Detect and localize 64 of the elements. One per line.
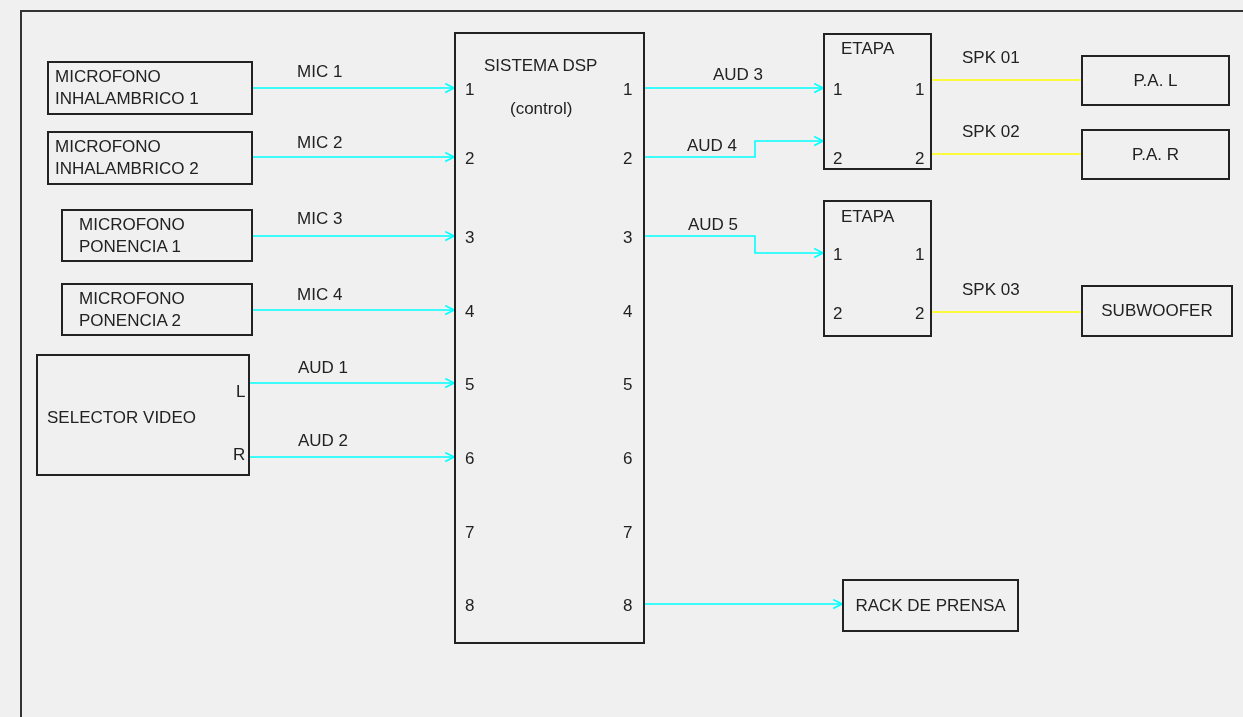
- arrow: [249, 377, 455, 389]
- port-number: 6: [623, 449, 633, 469]
- device-box: [61, 283, 253, 336]
- port-number: 1: [465, 80, 475, 100]
- port-number: 3: [623, 228, 633, 248]
- node-label: SELECTOR VIDEO: [47, 408, 196, 428]
- arrow: [252, 304, 455, 316]
- port-number: 2: [833, 149, 843, 169]
- device-box: [1081, 129, 1230, 180]
- node-title: ETAPA: [841, 207, 895, 227]
- device-box: [823, 200, 932, 337]
- port-number: 6: [465, 449, 475, 469]
- port-number: 2: [465, 149, 475, 169]
- device-box: [36, 354, 250, 476]
- node-subtitle: (control): [510, 99, 573, 119]
- port-number: 1: [915, 80, 925, 100]
- arrow: [252, 151, 455, 163]
- node-label: MICROFONO INHALAMBRICO 2: [55, 136, 200, 180]
- port-number: 4: [465, 302, 475, 322]
- node-label: MICROFONO PONENCIA 2: [79, 287, 186, 332]
- arrow: [644, 598, 843, 610]
- port-number: 7: [465, 523, 475, 543]
- arrow: [644, 135, 824, 158]
- port-number: 7: [623, 523, 633, 543]
- device-box: [842, 579, 1019, 632]
- port-number: 1: [833, 80, 843, 100]
- arrow: [249, 451, 455, 463]
- node-label: MICROFONO INHALAMBRICO 1: [55, 66, 200, 110]
- connector-line: [931, 79, 1082, 81]
- device-box: [61, 209, 253, 262]
- device-box: [1081, 55, 1230, 106]
- device-box: [1081, 285, 1233, 337]
- arrow: [252, 82, 455, 94]
- port-number: 1: [623, 80, 633, 100]
- port-number: 2: [623, 149, 633, 169]
- node-title: SISTEMA DSP: [484, 56, 598, 76]
- node-label: SUBWOOFER: [1101, 300, 1213, 322]
- port-number: 5: [465, 375, 475, 395]
- arrow: [252, 230, 455, 242]
- port-number: 2: [915, 149, 925, 169]
- device-box: [47, 61, 253, 115]
- port-number: 5: [623, 375, 633, 395]
- port-number: 2: [915, 304, 925, 324]
- port-number: 1: [915, 245, 925, 265]
- node-title: ETAPA: [841, 39, 895, 59]
- device-box: [823, 33, 932, 170]
- connector-line: [931, 311, 1082, 313]
- device-box: [454, 32, 645, 644]
- port-label: L: [236, 382, 246, 402]
- node-label: RACK DE PRENSA: [855, 594, 1006, 617]
- node-label: MICROFONO PONENCIA 1: [79, 213, 186, 258]
- node-label: P.A. R: [1132, 143, 1179, 166]
- port-number: 2: [833, 304, 843, 324]
- port-number: 4: [623, 302, 633, 322]
- port-number: 1: [833, 245, 843, 265]
- node-label: P.A. L: [1133, 69, 1178, 92]
- port-number: 8: [623, 596, 633, 616]
- port-label: R: [233, 445, 246, 465]
- device-box: [47, 131, 253, 185]
- arrow: [644, 82, 824, 94]
- connector-line: [931, 153, 1082, 155]
- port-number: 3: [465, 228, 475, 248]
- arrow: [644, 235, 824, 259]
- port-number: 8: [465, 596, 475, 616]
